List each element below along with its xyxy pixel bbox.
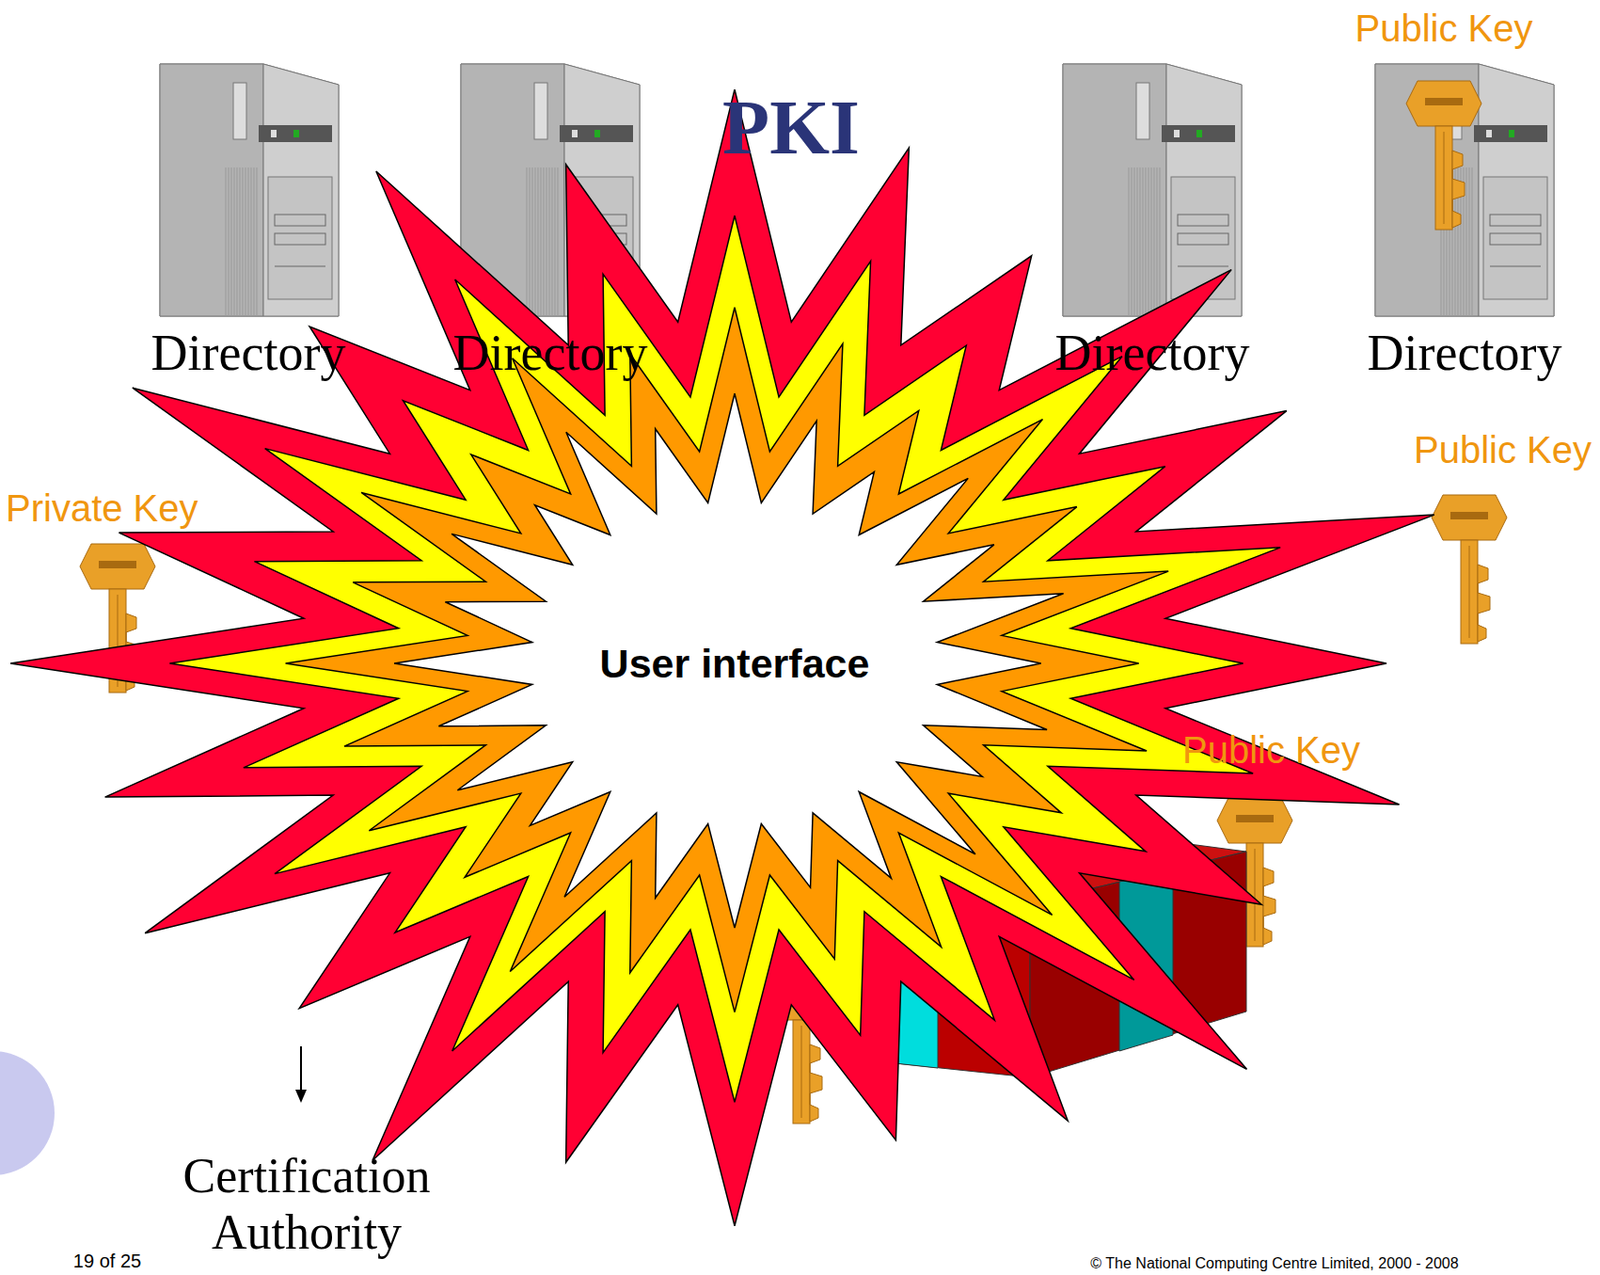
ca-label: Certification Authority [137,1147,476,1261]
deco-circle [0,1050,55,1175]
directory-label: Directory [1055,323,1251,382]
directory-label: Directory [1367,323,1563,382]
page-number: 19 of 25 [73,1250,142,1272]
directory-label: Directory [151,323,347,382]
server-icon [159,63,339,317]
key-icon [1431,494,1507,644]
copyright-note: © The National Computing Centre Limited,… [1090,1254,1458,1272]
burst-label: User interface [600,640,871,687]
key-icon [1406,80,1482,230]
server-icon [1375,63,1554,317]
key-label: Public Key [1355,6,1534,50]
arrow-line [300,1045,302,1092]
starburst-shape: User interface [10,89,1459,1237]
key-label: Private Key [5,486,199,530]
arrow-head [295,1089,307,1103]
key-label: Public Key [1413,427,1592,472]
directory-label: Directory [453,323,649,382]
slide-title: PKI [722,83,860,173]
key-label: Public Key [1182,728,1361,772]
